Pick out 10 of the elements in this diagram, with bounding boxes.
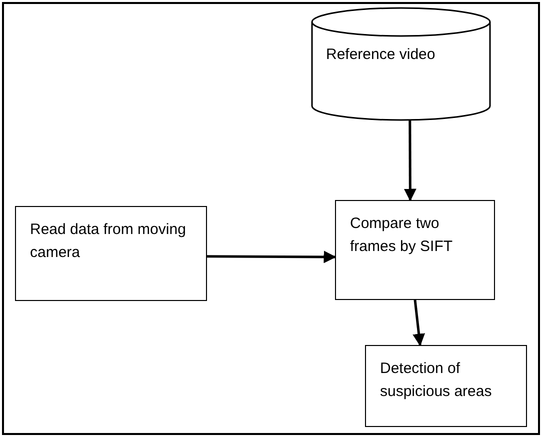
arrow [207,250,336,264]
process-box [335,200,495,300]
arrow [404,120,416,202]
node-label: Reference video [326,45,436,65]
node-label: Detection of suspicious areas [380,359,493,402]
process-box [365,345,527,427]
node-label: Read data from moving camera [30,220,187,262]
process-box [15,206,207,301]
node-label: Compare two frames by SIFT [350,214,454,256]
arrow [412,300,426,346]
